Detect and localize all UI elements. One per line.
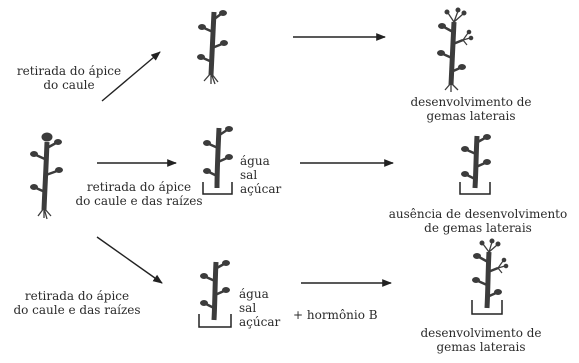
arrow-to-row1-plant	[101, 51, 161, 102]
row3-medium-salt: sal	[239, 301, 257, 315]
row1-result-line1: desenvolvimento de	[410, 95, 532, 109]
row3-plant	[200, 260, 230, 321]
row1-treatment-line2: do caule	[43, 78, 95, 92]
row3-medium-sugar: açúcar	[239, 315, 281, 329]
row3-medium-label: água sal açúcar	[239, 287, 280, 329]
row3-result-line2: gemas laterais	[436, 340, 526, 354]
row2-plant	[203, 126, 233, 189]
row2-result-container	[459, 182, 491, 195]
row1-treatment-line1: retirada do ápice	[16, 64, 122, 78]
row2-medium-salt: sal	[240, 168, 258, 182]
row3-result-line1: desenvolvimento de	[420, 326, 542, 340]
row1-result-label: desenvolvimento de gemas laterais	[396, 95, 546, 123]
row2-treatment-line1: retirada do ápice	[86, 180, 192, 194]
row2-result-line2: de gemas laterais	[424, 221, 532, 235]
row3-treatment-label: retirada do ápice do caule e das raízes	[2, 289, 152, 317]
row3-treatment-line1: retirada do ápice	[24, 289, 130, 303]
row1-treatment-label: retirada do ápice do caule	[6, 64, 132, 92]
row2-container	[202, 182, 233, 195]
row2-result-plant	[461, 134, 491, 189]
row2-medium-label: água sal açúcar	[240, 154, 281, 196]
row2-result-label: ausência de desenvolvimento de gemas lat…	[380, 207, 576, 235]
row2-treatment-line2: do caule e das raízes	[75, 194, 203, 208]
row3-result-container	[471, 300, 503, 315]
row3-container	[198, 314, 232, 328]
row1-result-line2: gemas laterais	[426, 109, 516, 123]
row3-result-plant	[472, 238, 509, 309]
row2-medium-water: água	[240, 154, 270, 168]
row1-plant	[197, 10, 228, 85]
arrow-to-row3-plant	[96, 236, 163, 284]
row3-medium-water: água	[239, 287, 269, 301]
row2-medium-sugar: açúcar	[240, 182, 282, 196]
row3-hormone-label: + hormônio B	[293, 308, 378, 322]
row2-result-line1: ausência de desenvolvimento	[388, 207, 568, 221]
original-plant	[30, 132, 63, 220]
row1-result-plant	[437, 7, 474, 92]
row2-treatment-label: retirada do ápice do caule e das raízes	[64, 180, 214, 208]
row3-treatment-line2: do caule e das raízes	[13, 303, 141, 317]
row3-result-label: desenvolvimento de gemas laterais	[406, 326, 556, 354]
